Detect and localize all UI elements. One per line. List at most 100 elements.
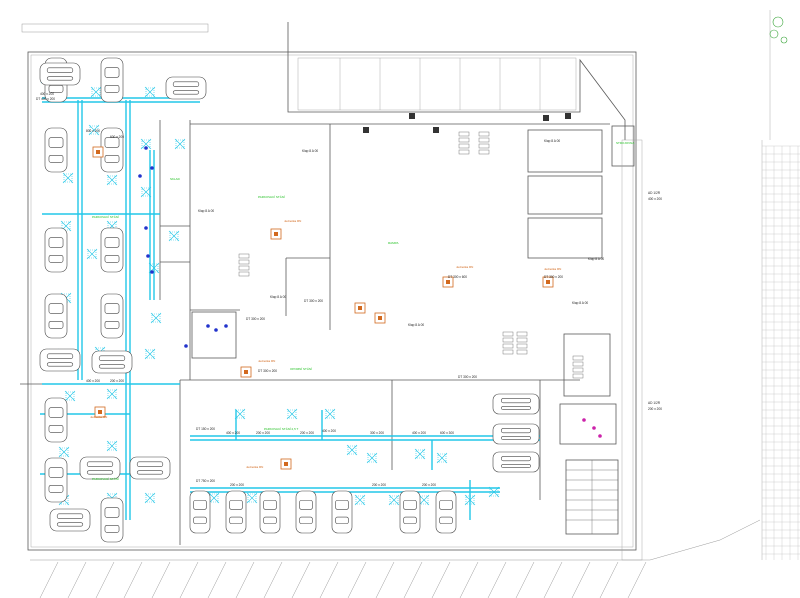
- car: [399, 490, 421, 534]
- inner-wall: [30, 54, 634, 548]
- diffuser-box: [145, 493, 155, 503]
- car-body: [435, 490, 457, 534]
- car-body: [49, 508, 91, 532]
- diffuser-cross: [58, 446, 70, 458]
- room-label: PARKOVACÍ STÁNÍ: [92, 477, 119, 481]
- unit-note: Jednotka RN: [284, 219, 301, 223]
- diffuser-box: [65, 391, 75, 401]
- car-windshield: [48, 303, 64, 314]
- car: [492, 393, 540, 415]
- car-body: [399, 490, 421, 534]
- parking-stripe: [375, 561, 395, 598]
- equipment-tag: DT 750 x 200: [196, 479, 215, 483]
- right-room: [527, 129, 603, 173]
- room-label: PARKOVACÍ STÁNÍ 2,5 T: [264, 427, 299, 431]
- car-body: [492, 423, 540, 445]
- grille-slot: [516, 331, 528, 337]
- diffuser-cross: [140, 186, 152, 198]
- ceiling-unit: [565, 113, 571, 119]
- outer-annex: [621, 139, 643, 561]
- valve-tag: Klap 8 A 00: [198, 209, 214, 213]
- equipment-marker: [582, 418, 586, 422]
- duct-size-label: 400 x 200: [412, 431, 426, 435]
- grille-slot: [458, 137, 470, 143]
- top-ramp-zone: [297, 57, 577, 111]
- diffuser-cross: [144, 348, 156, 360]
- car-body: [39, 348, 81, 372]
- car-rear-window: [48, 320, 64, 329]
- grille-slot: [458, 149, 470, 155]
- duct-size-label: 200 x 200: [256, 431, 270, 435]
- car-rear-window: [48, 154, 64, 163]
- parking-stripe: [207, 561, 227, 598]
- grille: [238, 253, 250, 277]
- car-windshield: [500, 456, 532, 462]
- duct-size-label: 200 x 200: [110, 379, 124, 383]
- unit-note: Jednotka RN: [456, 265, 473, 269]
- car-windshield: [104, 507, 120, 518]
- room-label: PARKOVACÍ STÁNÍ: [92, 215, 119, 219]
- car-rear-window: [335, 516, 349, 525]
- parking-stripe: [459, 561, 479, 598]
- diffuser-box: [107, 175, 117, 185]
- car-rear-window: [104, 524, 120, 533]
- car-rear-window: [500, 464, 532, 468]
- car: [435, 490, 457, 534]
- car-windshield: [104, 137, 120, 148]
- equipment-marker: [144, 146, 148, 150]
- grille-slot: [572, 373, 584, 379]
- car: [44, 457, 68, 503]
- parking-stripe: [123, 561, 143, 598]
- ceiling-unit: [543, 115, 549, 121]
- air-handling-units: [92, 146, 554, 470]
- car-windshield: [56, 513, 84, 519]
- diffuser-box: [247, 493, 257, 503]
- car: [259, 490, 281, 534]
- unit-note: Jednotka RN: [544, 267, 561, 271]
- grille-slot: [572, 355, 584, 361]
- car-rear-window: [136, 470, 164, 475]
- parking-stripe: [487, 561, 507, 598]
- grille: [516, 331, 528, 355]
- external-grid: [762, 145, 800, 560]
- duct-size-label: 300 x 200: [370, 431, 384, 435]
- car-windshield: [263, 499, 277, 510]
- valve-tag: Klap 8 A 00: [588, 257, 604, 261]
- duct-size-label: 400 x 200: [322, 429, 336, 433]
- car-windshield: [46, 67, 74, 73]
- outer-wall: [27, 51, 637, 551]
- diffuser-box: [107, 441, 117, 451]
- diffuser-cross: [414, 448, 426, 460]
- car-body: [129, 456, 171, 480]
- equipment-marker: [224, 324, 228, 328]
- diffuser-cross: [464, 494, 476, 506]
- duct-size-label: 200 x 200: [230, 483, 244, 487]
- diffuser: [106, 174, 118, 186]
- grille: [572, 355, 584, 379]
- diffuser: [414, 448, 426, 460]
- car: [129, 456, 171, 480]
- diffuser: [388, 494, 400, 506]
- grille-slot: [502, 331, 514, 337]
- car-body: [295, 490, 317, 534]
- car-body: [492, 393, 540, 415]
- room-label: STROJOVNA: [616, 141, 634, 145]
- right-room: [527, 175, 603, 215]
- parking-stripe: [319, 561, 339, 598]
- equipment-tag: DT 300 x 200: [304, 299, 323, 303]
- diffuser: [106, 388, 118, 400]
- car-body: [165, 76, 207, 100]
- diffuser-box: [389, 495, 399, 505]
- diffuser-cross: [62, 172, 74, 184]
- grille-slot: [478, 137, 490, 143]
- title-strip: [21, 23, 209, 33]
- duct-size-label: 400 x 200: [40, 92, 54, 96]
- diffuser: [144, 348, 156, 360]
- car: [79, 456, 121, 480]
- diffuser-cross: [388, 494, 400, 506]
- car-windshield: [335, 499, 349, 510]
- ceiling-unit: [409, 113, 415, 119]
- car-body: [100, 497, 124, 543]
- car-body: [91, 350, 133, 374]
- diffuser-cross: [106, 440, 118, 452]
